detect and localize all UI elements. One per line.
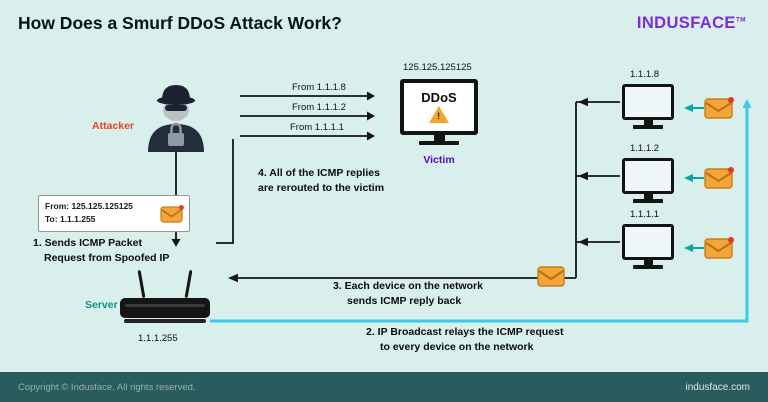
packet-envelope-icon [160, 205, 184, 228]
reply-arrowhead-2 [367, 111, 375, 121]
device3-ip: 1.1.1.1 [630, 209, 660, 220]
packet-to: To: 1.1.1.255 [45, 214, 96, 224]
envelope2-arrowhead [684, 174, 693, 182]
logo-text: INDUSFACE [636, 14, 736, 32]
step2-line2: to every device on the network [380, 341, 534, 353]
server-label: Server [85, 299, 118, 311]
step4-line2: are rerouted to the victim [258, 182, 385, 194]
reply-envelope-icon [537, 266, 565, 292]
step3-line2: sends ICMP reply back [347, 295, 462, 307]
broadcast-arrowhead [742, 99, 752, 108]
step3-line1: 3. Each device on the network [333, 280, 483, 292]
indusface-link[interactable]: indusface.com [685, 381, 750, 393]
step2-line1: 2. IP Broadcast relays the ICMP request [366, 326, 564, 338]
envelope3-arrowhead [684, 244, 693, 252]
reply-arrowhead-1 [367, 91, 375, 101]
icmp-reply-arrowhead [228, 273, 238, 283]
server-router-icon [120, 268, 210, 324]
step2-text: 2. IP Broadcast relays the ICMP request … [366, 325, 563, 355]
reply-arrow-label-1: From 1.1.1.8 [292, 82, 346, 93]
reply-arrow-label-2: From 1.1.1.2 [292, 102, 346, 113]
attacker-icon [142, 80, 210, 157]
packet-down-arrowhead [171, 239, 181, 247]
victim-screen: DDoS ! [400, 79, 478, 135]
ddos-text: DDoS [421, 90, 457, 105]
indusface-logo[interactable]: INDUSFACETM [637, 14, 746, 33]
copyright-text: Copyright © Indusface, All rights reserv… [18, 381, 196, 393]
packet-from: From: 125.125.125125 [45, 201, 133, 211]
attacker-label: Attacker [92, 120, 135, 132]
reroute-elbow-line [216, 139, 234, 244]
trademark-symbol: TM [735, 16, 746, 24]
device1-envelope-icon [704, 97, 734, 124]
device1-ip: 1.1.1.8 [630, 69, 660, 80]
device3-envelope-icon [704, 237, 734, 264]
device2-arrowhead [578, 171, 588, 181]
device3-arrowhead [578, 237, 588, 247]
footer-bar: Copyright © Indusface, All rights reserv… [0, 372, 768, 402]
step1-text: 1. Sends ICMP Packet Request from Spoofe… [33, 236, 169, 266]
page-title: How Does a Smurf DDoS Attack Work? [18, 13, 342, 33]
warning-icon: ! [429, 106, 449, 123]
step4-line1: 4. All of the ICMP replies [258, 167, 380, 179]
server-ip: 1.1.1.255 [138, 333, 178, 344]
victim-label: Victim [423, 154, 455, 166]
device2-ip: 1.1.1.2 [630, 143, 660, 154]
step4-text: 4. All of the ICMP replies are rerouted … [258, 166, 384, 196]
device2-monitor [622, 158, 674, 203]
step1-line2: Request from Spoofed IP [44, 252, 170, 264]
reply-arrowhead-3 [367, 131, 375, 141]
step1-line1: 1. Sends ICMP Packet [33, 237, 142, 249]
reply-arrow-label-3: From 1.1.1.1 [290, 122, 344, 133]
device2-envelope-icon [704, 167, 734, 194]
victim-monitor: DDoS ! [400, 79, 478, 145]
device1-monitor [622, 84, 674, 129]
victim-spoofed-ip: 125.125.125125 [403, 62, 472, 73]
device3-monitor [622, 224, 674, 269]
warning-exclamation: ! [437, 111, 441, 122]
device1-arrowhead [578, 97, 588, 107]
envelope1-arrowhead [684, 104, 693, 112]
step3-text: 3. Each device on the network sends ICMP… [333, 279, 483, 309]
spoofed-packet-box: From: 125.125.125125 To: 1.1.1.255 [38, 195, 190, 232]
